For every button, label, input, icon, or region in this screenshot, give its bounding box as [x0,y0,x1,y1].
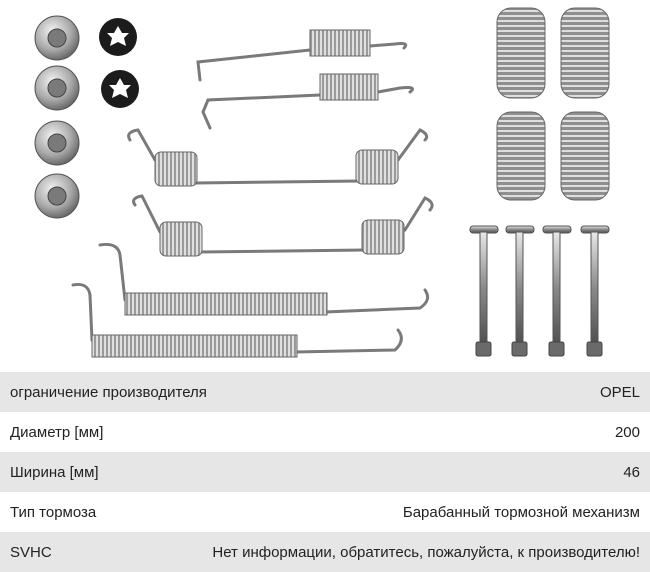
product-photo [34,7,610,358]
spec-label: Диаметр [мм] [10,423,104,441]
spec-row-diameter: Диаметр [мм] 200 [0,412,650,452]
hold-down-pins [469,225,610,357]
spec-value: OPEL [599,383,640,401]
spec-value: 200 [614,423,640,441]
upper-spring-coil-2 [319,73,379,101]
hold-spring-coil-right-2 [361,219,405,255]
spec-label: Тип тормоза [10,503,97,521]
spec-value: Нет информации, обратитесь, пожалуйста, … [212,543,640,561]
upper-return-springs [196,42,414,130]
spec-row-width: Ширина [мм] 46 [0,452,650,492]
spec-row-manufacturer-restriction: ограничение производителя OPEL [0,372,650,412]
spec-label: ограничение производителя [10,383,207,401]
hold-spring-coil-left-2 [159,221,203,257]
compression-springs [496,7,610,201]
upper-spring-coil-1 [309,29,371,57]
spec-label: SVHC [10,543,52,561]
hold-spring-coil-right-1 [355,149,399,185]
spec-label: Ширина [мм] [10,463,99,481]
spec-value: 46 [623,463,640,481]
spec-row-brake-type: Тип тормоза Барабанный тормозной механиз… [0,492,650,532]
retainer-washers [34,15,80,219]
lower-spring-coil-1 [124,292,328,316]
spec-row-svhc: SVHC Нет информации, обратитесь, пожалуй… [0,532,650,572]
hold-spring-coil-left-1 [154,151,198,187]
lower-long-springs [71,243,430,354]
star-clips [99,18,139,108]
spec-value: Барабанный тормозной механизм [402,503,640,521]
shoe-hold-springs [127,128,434,254]
specifications-table: ограничение производителя OPEL Диаметр [… [0,372,650,572]
lower-spring-coil-2 [91,334,298,358]
brake-kit-illustration [34,7,610,358]
